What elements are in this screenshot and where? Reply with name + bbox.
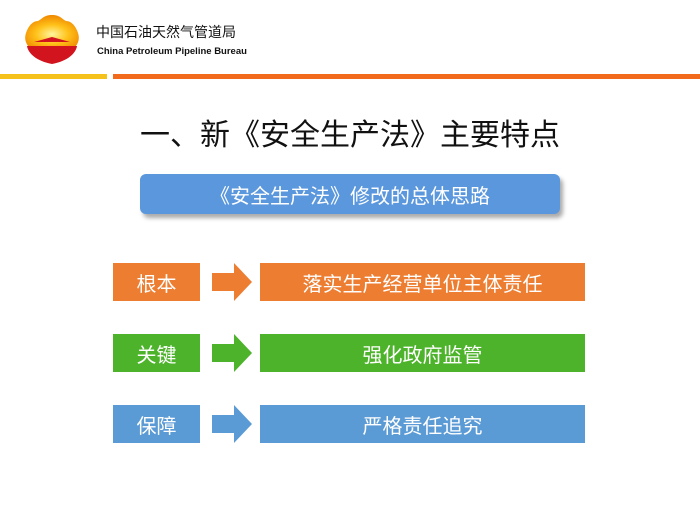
row-key-box: 关键: [113, 334, 200, 372]
subtitle-banner: 《安全生产法》修改的总体思路: [140, 174, 560, 214]
row-value-box: 严格责任追究: [260, 405, 585, 443]
org-name-en: China Petroleum Pipeline Bureau: [97, 46, 247, 57]
header-divider-yellow: [0, 74, 107, 79]
row-value-box: 落实生产经营单位主体责任: [260, 263, 585, 301]
arrow-right-icon: [212, 263, 252, 301]
arrow-right-icon: [212, 334, 252, 372]
row-key-box: 根本: [113, 263, 200, 301]
row-key-box: 保障: [113, 405, 200, 443]
org-name-cn: 中国石油天然气管道局: [96, 25, 236, 41]
arrow-right-icon: [212, 405, 252, 443]
slide-title: 一、新《安全生产法》主要特点: [140, 118, 560, 153]
petrochina-logo: [25, 15, 79, 64]
row-value-box: 强化政府监管: [260, 334, 585, 372]
header-divider-orange: [113, 74, 700, 79]
